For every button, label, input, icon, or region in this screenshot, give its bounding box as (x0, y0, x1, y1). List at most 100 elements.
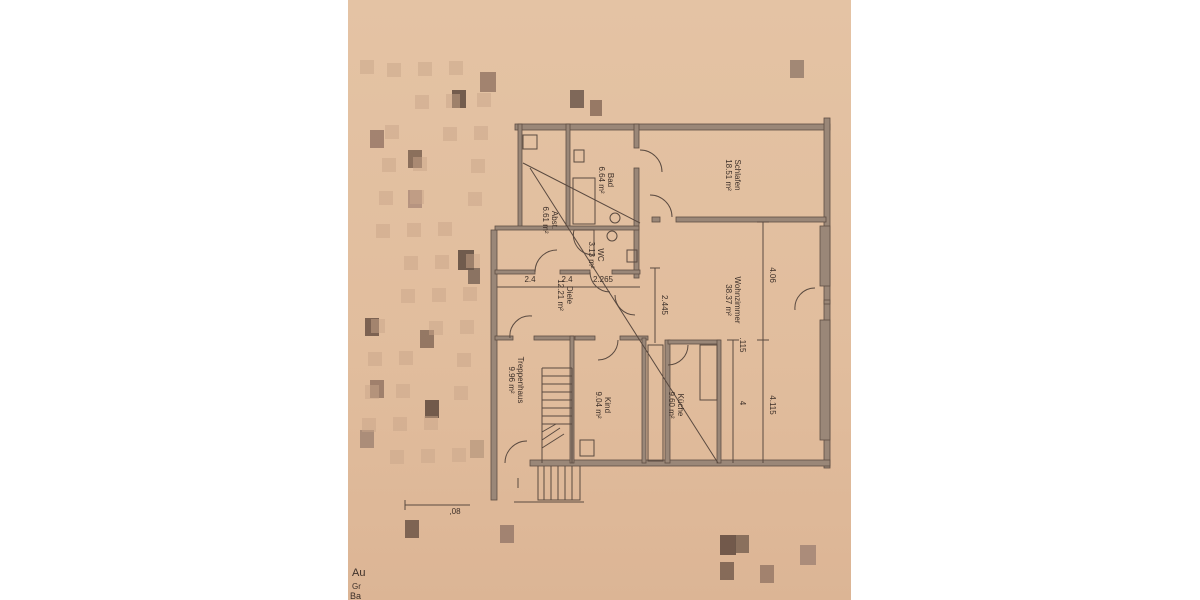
redacted-block (435, 255, 449, 269)
dimension-lines (404, 221, 769, 510)
room-name: Bad (606, 173, 615, 187)
dimension-label: 2.265 (593, 275, 614, 284)
redacted-block (425, 400, 439, 418)
redacted-block (471, 159, 485, 173)
redacted-block (360, 60, 374, 74)
wall (529, 459, 831, 467)
margin-text: Ba (350, 591, 361, 600)
dimension-label: 4.06 (768, 267, 777, 283)
room-name: Schlafen (733, 159, 742, 190)
redacted-block (468, 192, 482, 206)
redacted-block (570, 90, 584, 108)
redacted-block (399, 351, 413, 365)
wall (819, 319, 831, 441)
redacted-block (452, 448, 466, 462)
redacted-block (360, 430, 374, 448)
diagonals (522, 162, 719, 464)
wall (494, 335, 514, 341)
room-label: WC3.13 m² (587, 241, 605, 268)
redacted-block (480, 72, 496, 92)
wall (675, 216, 827, 223)
redacted-block (590, 100, 602, 116)
sink (626, 249, 638, 263)
redacted-block (415, 95, 429, 109)
dimension-label: 4.115 (768, 395, 777, 415)
room-name: Wohnzimmer (733, 277, 742, 324)
dimension-label: ,08 (449, 507, 461, 516)
redacted-block (449, 61, 463, 75)
redacted-block (463, 287, 477, 301)
wall (559, 269, 591, 275)
room-label: Abst.6.61 m² (541, 206, 559, 233)
redacted-block (368, 352, 382, 366)
room-name: Treppenhaus (516, 357, 525, 404)
redacted-block (500, 525, 514, 543)
redacted-block (457, 353, 471, 367)
redacted-block (401, 289, 415, 303)
redacted-block (370, 130, 384, 148)
redacted-block (413, 157, 427, 171)
redacted-block (362, 418, 376, 432)
wall (823, 117, 831, 469)
redacted-block (790, 60, 804, 78)
redacted-block (390, 450, 404, 464)
kitchen-counter (647, 344, 664, 462)
staircase (541, 367, 573, 463)
redacted-block (720, 562, 734, 580)
redacted-block (720, 535, 736, 555)
room-area: 38.37 m² (724, 284, 733, 316)
redacted-block (429, 321, 443, 335)
redacted-block (438, 222, 452, 236)
redacted-block (446, 94, 460, 108)
redacted-block (760, 565, 774, 583)
wall (514, 123, 831, 131)
wall (494, 269, 536, 275)
room-name: Abst. (550, 211, 559, 229)
room-area: 9.96 m² (507, 366, 516, 393)
redacted-block (379, 191, 393, 205)
room-area: 6.61 m² (541, 206, 550, 233)
redacted-block (432, 288, 446, 302)
redacted-block (443, 127, 457, 141)
wall (641, 337, 647, 464)
room-area: 9.04 m² (594, 391, 603, 418)
redacted-block (735, 535, 749, 553)
room-area: 6.64 m² (597, 166, 606, 193)
door-swings (504, 149, 816, 464)
redacted-block (393, 417, 407, 431)
washer-kind (579, 439, 595, 457)
room-area: 3.13 m² (587, 241, 596, 268)
redacted-block (477, 93, 491, 107)
exterior-steps (514, 466, 584, 503)
wall (574, 335, 596, 341)
wall (819, 225, 831, 287)
wall (517, 123, 523, 229)
shower (572, 229, 595, 256)
room-name: Küche (676, 394, 685, 417)
redacted-block (424, 416, 438, 430)
walls (490, 117, 831, 501)
redacted-block (405, 520, 419, 538)
redacted-block (474, 126, 488, 140)
redacted-block (365, 385, 379, 399)
margin-text: Au (352, 567, 365, 579)
redacted-block (385, 125, 399, 139)
wall (565, 123, 571, 229)
redacted-block (382, 158, 396, 172)
wall (490, 229, 498, 501)
wall (611, 269, 641, 275)
dimension-label: 2.445 (660, 295, 669, 316)
redacted-block (421, 449, 435, 463)
kitchen-shelf (699, 344, 718, 401)
dimension-label: .115 (738, 338, 747, 354)
wall (664, 339, 671, 464)
